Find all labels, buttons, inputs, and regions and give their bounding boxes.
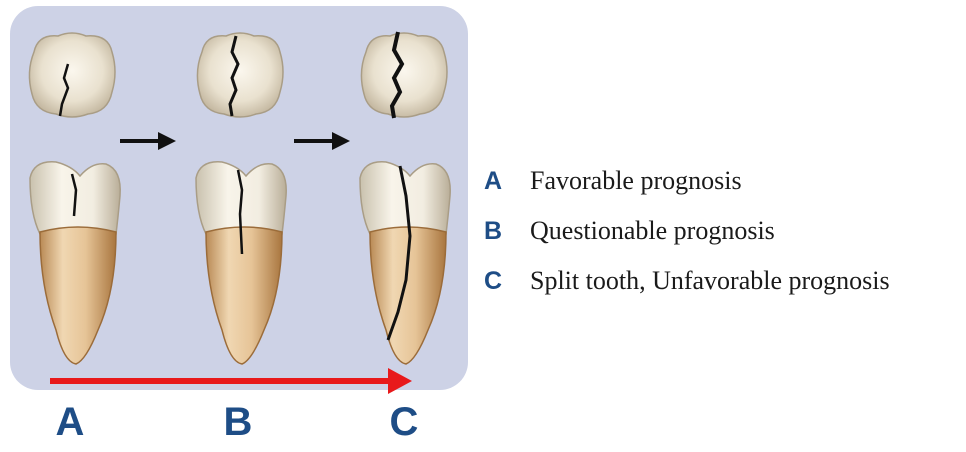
stage-label-b: B — [223, 400, 253, 444]
legend-letter: A — [484, 167, 503, 195]
stage-b-tooth — [195, 32, 287, 365]
legend-text: Favorable prognosis — [530, 166, 742, 195]
stage-c-tooth — [359, 31, 451, 365]
stage-b-root — [205, 226, 283, 365]
stage-label-a: A — [55, 400, 85, 444]
stage-c-occlusal-view — [360, 32, 448, 118]
legend-item: A Favorable prognosis — [484, 166, 890, 216]
stage-a-crack — [70, 173, 78, 217]
legend-letter: B — [484, 217, 503, 245]
stage-c-root — [369, 226, 447, 365]
stage-a-root — [39, 226, 117, 365]
legend-item: B Questionable prognosis — [484, 216, 890, 266]
stage-b-occlusal-crack — [228, 35, 240, 117]
arrow-b-to-c — [294, 132, 350, 150]
arrow-a-to-b — [120, 132, 176, 150]
stage-label-c: C — [389, 400, 419, 444]
stage-b-crack — [236, 169, 244, 255]
legend-text: Questionable prognosis — [530, 216, 775, 245]
legend: A Favorable prognosis B Questionable pro… — [484, 166, 890, 316]
stage-a-occlusal-crack — [58, 63, 70, 117]
stage-a-occlusal-view — [28, 32, 116, 118]
legend-item: C Split tooth, Unfavorable prognosis — [484, 266, 890, 316]
progression-arrow — [50, 368, 412, 394]
stage-c-occlusal-crack — [389, 31, 405, 119]
stage-a-tooth — [28, 32, 121, 365]
legend-text: Split tooth, Unfavorable prognosis — [530, 266, 890, 295]
stage-c-crack — [386, 165, 412, 341]
legend-letter: C — [484, 267, 503, 295]
stage-b-occlusal-view — [196, 32, 284, 118]
